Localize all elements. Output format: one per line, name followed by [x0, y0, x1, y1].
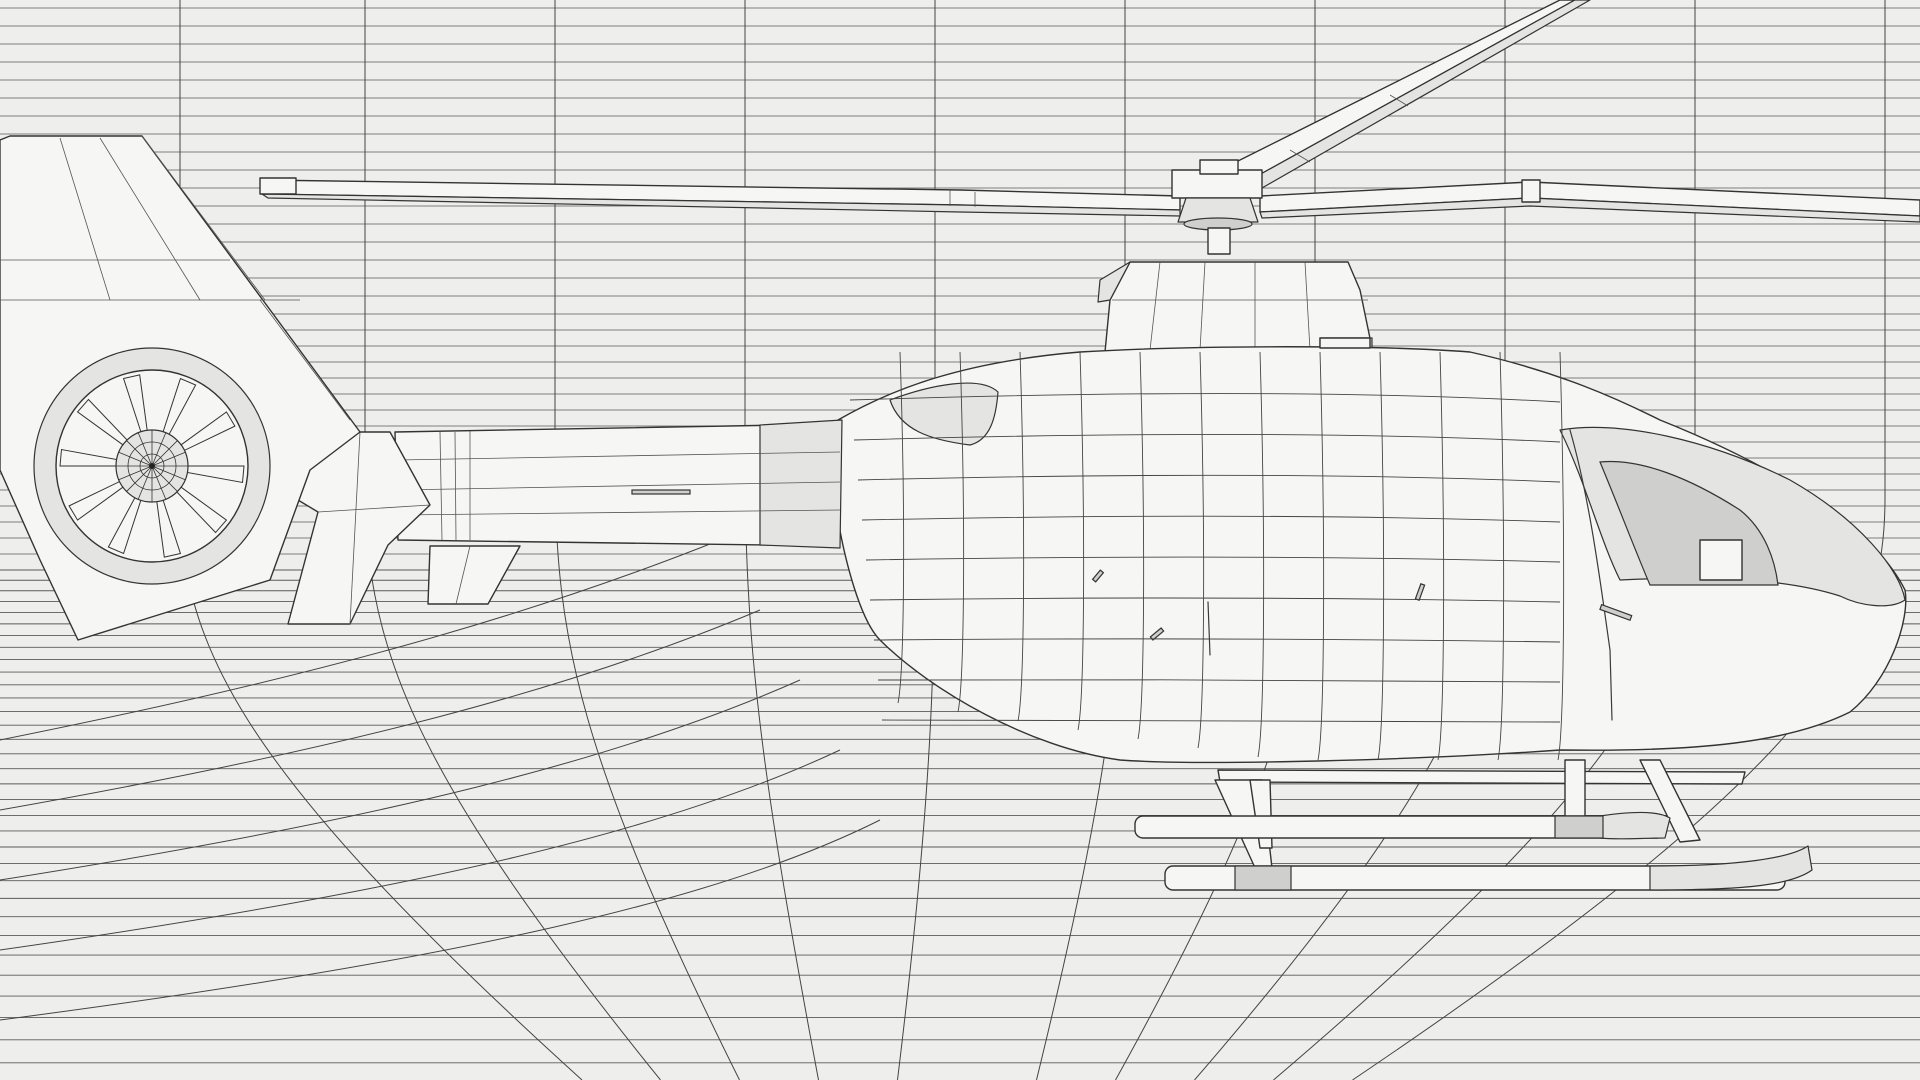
mesh-line: [1077, 351, 1085, 731]
mesh-line: [1137, 351, 1145, 740]
hub-spoke: [151, 440, 178, 467]
mesh-line: [1317, 351, 1325, 761]
rotor-hub: [1171, 159, 1263, 255]
floor-curve: [0, 819, 881, 1021]
mesh-line: [1257, 351, 1265, 758]
hub-ring: [139, 453, 165, 479]
hub-spoke: [151, 465, 178, 492]
floor-curve: [0, 679, 801, 881]
mesh-line: [849, 393, 1561, 403]
mesh-line: [1437, 351, 1445, 761]
mesh-line: [1497, 351, 1505, 761]
horizontal-stabilizer: [427, 545, 521, 605]
mesh-line: [861, 515, 1561, 523]
helicopter: [0, 0, 1920, 891]
mesh-line: [853, 433, 1561, 443]
hub-spoke: [126, 440, 153, 467]
hub-spoke: [118, 465, 153, 481]
hub-spoke: [137, 432, 153, 467]
hub-spoke: [151, 465, 186, 481]
mesh-line: [1377, 351, 1385, 761]
mesh-line: [857, 474, 1561, 483]
tail-boom: [394, 419, 843, 549]
mesh-line: [1017, 351, 1025, 722]
floor-curve: [0, 749, 841, 951]
fuselage-mesh-lines: [849, 351, 1565, 761]
fenestron-hub: [116, 430, 188, 502]
floor-curve: [0, 609, 761, 811]
mesh-line: [881, 719, 1561, 723]
hub-spoke: [151, 432, 167, 467]
mesh-line: [873, 638, 1561, 643]
main-rotor-blade-left: [259, 177, 1181, 217]
mesh-line: [877, 679, 1561, 683]
fuselage: [837, 337, 1907, 764]
hub-spoke: [151, 465, 167, 500]
hub-ring: [127, 441, 177, 491]
main-rotor-blade-right: [1259, 179, 1920, 223]
hub-spoke: [126, 465, 153, 492]
fenestron: [33, 347, 271, 585]
hub-spoke: [118, 451, 153, 467]
vertical-fin: [287, 431, 431, 625]
hub-spoke: [151, 451, 186, 467]
mesh-line: [957, 351, 965, 713]
mesh-line: [869, 597, 1561, 603]
mesh-line: [1557, 351, 1565, 761]
mesh-line: [865, 556, 1561, 563]
fenestron-blades: [59, 374, 245, 558]
mesh-line: [897, 351, 905, 704]
floor-curve: [0, 539, 721, 741]
landing-gear: [1134, 759, 1813, 891]
hub-spoke: [137, 465, 153, 500]
mesh-line: [1197, 351, 1205, 749]
